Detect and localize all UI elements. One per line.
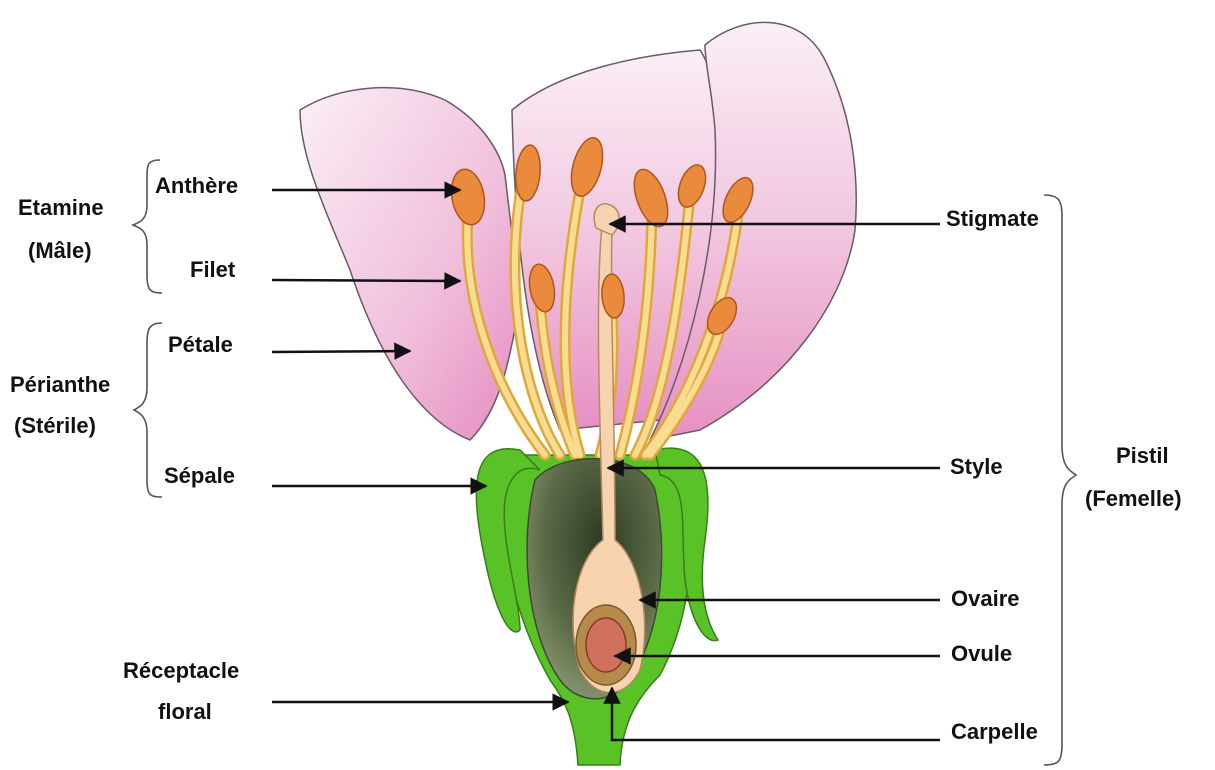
label-sepale: Sépale xyxy=(164,463,235,488)
group-perianthe-line2: (Stérile) xyxy=(14,413,96,438)
petal-left xyxy=(300,88,520,440)
label-stigmate: Stigmate xyxy=(946,206,1039,231)
label-receptacle-line1: Réceptacle xyxy=(123,658,239,683)
group-pistil-line1: Pistil xyxy=(1116,443,1169,468)
group-perianthe-line1: Périanthe xyxy=(10,372,110,397)
arrow-petale xyxy=(272,351,410,352)
label-carpelle: Carpelle xyxy=(951,719,1038,744)
group-pistil-line2: (Femelle) xyxy=(1085,486,1182,511)
arrow-carpelle xyxy=(612,688,940,740)
label-petale: Pétale xyxy=(168,332,233,357)
label-filet: Filet xyxy=(190,257,236,282)
label-style: Style xyxy=(950,454,1003,479)
brace-perianthe xyxy=(134,323,162,497)
group-etamine-line1: Etamine xyxy=(18,195,104,220)
arrow-filet xyxy=(272,280,460,281)
ovule xyxy=(586,618,626,672)
brace-pistil xyxy=(1044,195,1076,765)
label-receptacle-line2: floral xyxy=(158,699,212,724)
label-ovaire: Ovaire xyxy=(951,586,1020,611)
label-anthere: Anthère xyxy=(155,173,238,198)
group-etamine-line2: (Mâle) xyxy=(28,238,92,263)
label-ovule: Ovule xyxy=(951,641,1012,666)
